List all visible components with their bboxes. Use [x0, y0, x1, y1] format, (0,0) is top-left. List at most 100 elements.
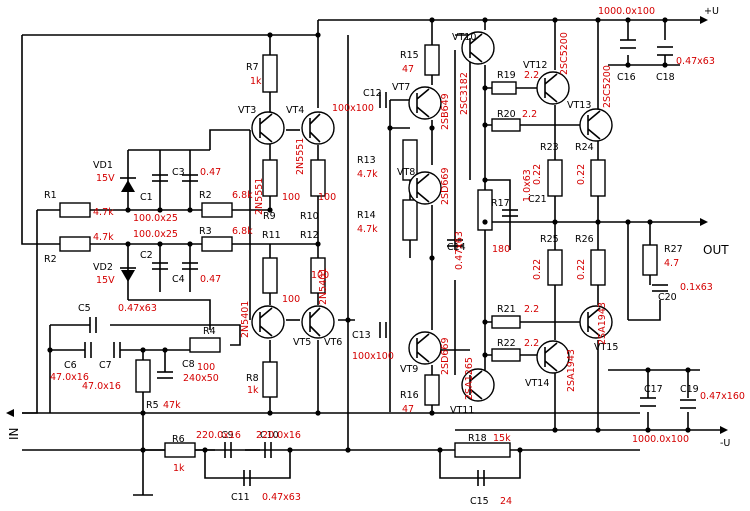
- label-c1: C1: [140, 192, 153, 203]
- value-r16: 47: [402, 404, 414, 415]
- value-r19: 2.2: [524, 70, 539, 81]
- resistor-r12: [310, 257, 326, 294]
- part-vt14: 2SA1943: [566, 349, 577, 392]
- value-r17: 180: [492, 244, 510, 255]
- capacitor-plates: [84, 39, 696, 486]
- resistor-r15: [424, 44, 440, 76]
- part-vt9: 2SD669: [440, 337, 451, 375]
- label-c10: C10: [260, 430, 279, 441]
- value-c19: 0.47x160: [700, 391, 745, 402]
- part-vt6: 2N5401: [318, 268, 329, 305]
- label-r24: R24: [575, 142, 594, 153]
- resistor-r5: [135, 359, 151, 393]
- label-r14: R14: [357, 210, 376, 221]
- transistor-vt10-icon: [461, 31, 495, 65]
- label-r11: R11: [262, 230, 281, 241]
- label-c20: C20: [658, 292, 677, 303]
- label-r25: R25: [540, 234, 559, 245]
- label-c12: C12: [363, 88, 382, 99]
- value-r6: 1k: [173, 463, 185, 474]
- label-r22: R22: [497, 338, 516, 349]
- part-vt4: 2N5551: [295, 138, 306, 175]
- label-c6: C6: [64, 360, 77, 371]
- value-r5: 47k: [163, 400, 181, 411]
- transistor-vt5-icon: [251, 305, 285, 339]
- rail-arrows: [6, 16, 728, 434]
- resistor-r4: [189, 337, 221, 353]
- components: [6, 16, 728, 496]
- label-c8: C8: [182, 359, 195, 370]
- value-c2: 100.0x25: [133, 229, 178, 240]
- resistor-r22: [491, 348, 521, 362]
- label-r3: R3: [199, 226, 212, 237]
- label-r1: R1: [44, 190, 57, 201]
- value-c1: 100.0x25: [133, 213, 178, 224]
- value-vd2: 15V: [96, 275, 115, 286]
- resistor-r6: [164, 442, 196, 458]
- label-vt15: VT15: [594, 342, 618, 353]
- transistor-vt13-icon: [579, 108, 613, 142]
- part-vt8: 2SD669: [440, 167, 451, 205]
- label-vt14: VT14: [525, 378, 549, 389]
- label-vt7: VT7: [392, 82, 410, 93]
- label-r26: R26: [575, 234, 594, 245]
- part-vt3: 2N5551: [254, 178, 265, 215]
- part-vt7: 2SB649: [440, 93, 451, 130]
- zener-vd1-icon: [120, 177, 136, 192]
- value-c21: 1.0x63: [522, 169, 533, 202]
- label-vt5: VT5: [293, 337, 311, 348]
- label-r2b: R2: [199, 190, 212, 201]
- value-r24: 0.22: [576, 164, 587, 185]
- label-vt13: VT13: [567, 100, 591, 111]
- transistor-vt14-icon: [536, 340, 570, 374]
- resistor-r10: [310, 159, 326, 197]
- rail-labels: +U -U OUT IN: [7, 6, 730, 449]
- label-vt6: VT6: [324, 337, 342, 348]
- resistor-r3: [201, 236, 233, 252]
- value-r21: 2.2: [524, 304, 539, 315]
- label-vt4: VT4: [286, 105, 304, 116]
- value-c6: 47.0x16: [50, 372, 89, 383]
- label-r6: R6: [172, 434, 185, 445]
- value-c16: 1000.0x100: [598, 6, 655, 17]
- resistor-r25: [547, 249, 563, 286]
- value-r20: 2.2: [522, 109, 537, 120]
- value-c7: 47.0x16: [82, 381, 121, 392]
- transistor-vt8-icon: [408, 171, 442, 205]
- resistor-r26: [590, 249, 606, 286]
- resistor-r7: [262, 54, 278, 93]
- transistor-vt11-icon: [461, 368, 495, 402]
- resistor-r24: [590, 159, 606, 197]
- part-vt12: 2SC5200: [559, 32, 570, 75]
- value-c17: 1000.0x100: [632, 434, 689, 445]
- value-c20: 0.1x63: [680, 282, 713, 293]
- label-vt10: VT10: [452, 32, 476, 43]
- value-c3: 0.47: [200, 167, 221, 178]
- part-vt5: 2N5401: [240, 301, 251, 338]
- label-vt12: VT12: [523, 60, 547, 71]
- label-vt9: VT9: [400, 364, 418, 375]
- part-vt11: 2SA1265: [464, 357, 475, 400]
- label-c13: C13: [352, 330, 371, 341]
- value-r9: 100: [282, 192, 300, 203]
- label-vd2: VD2: [93, 262, 113, 273]
- label-c18: C18: [656, 72, 675, 83]
- value-c15: 24: [500, 496, 512, 507]
- transistor-vt3-icon: [251, 111, 285, 145]
- value-c18: 0.47x63: [676, 56, 715, 67]
- label-c7: C7: [99, 360, 112, 371]
- part-vt15: 2SA1943: [597, 302, 608, 345]
- label-r10: R10: [300, 211, 319, 222]
- label-vd1: VD1: [93, 160, 113, 171]
- value-r26: 0.22: [576, 259, 587, 280]
- resistor-r2: [59, 236, 91, 252]
- zener-vd2-icon: [120, 267, 136, 282]
- resistor-r2b: [201, 202, 233, 218]
- resistor-r14: [402, 199, 418, 241]
- label-r20: R20: [497, 109, 516, 120]
- label-c15: C15: [470, 496, 489, 507]
- value-c12: 100x100: [332, 103, 374, 114]
- value-c5: 0.47x63: [118, 303, 157, 314]
- value-c14: 0.47x63: [454, 231, 465, 270]
